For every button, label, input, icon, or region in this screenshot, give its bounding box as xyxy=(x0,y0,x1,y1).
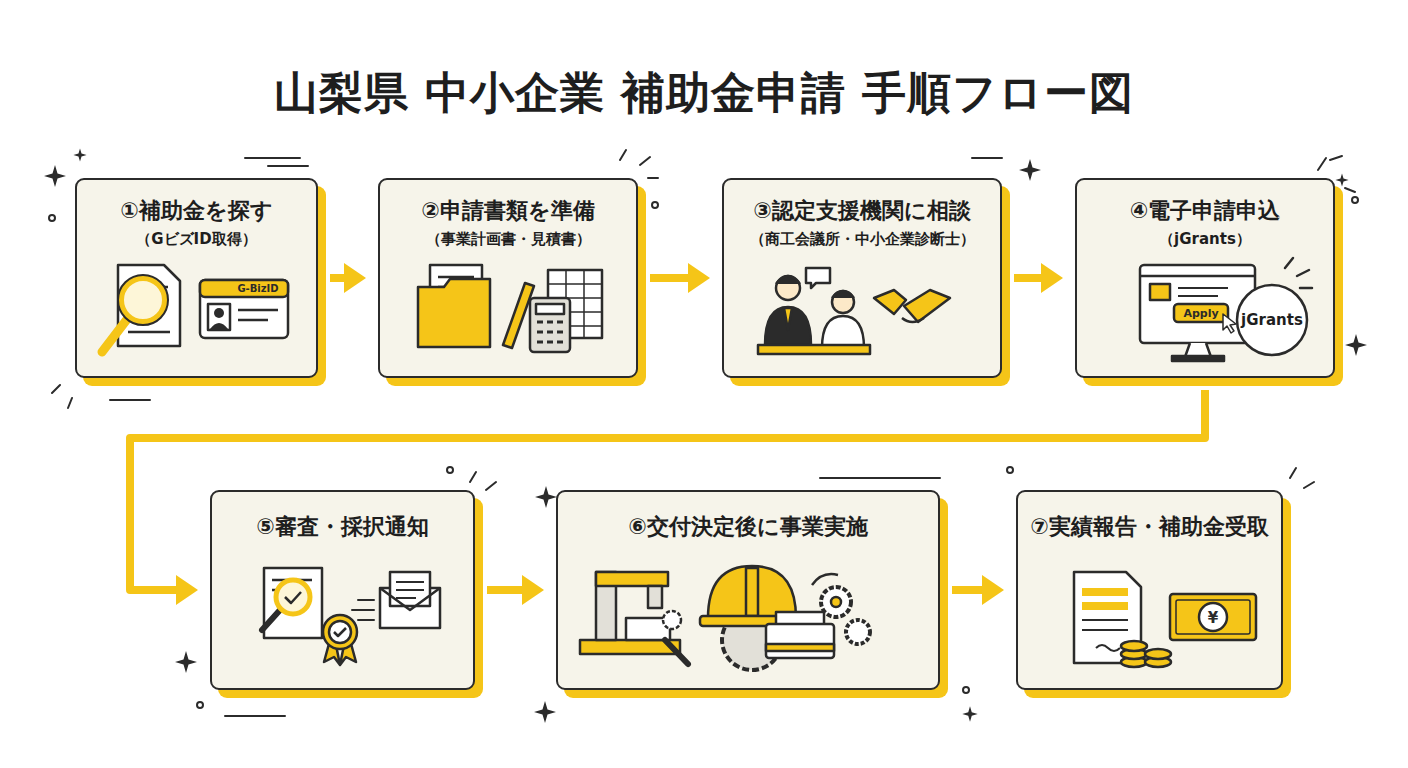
flow-arrow xyxy=(487,575,544,605)
arrow-head xyxy=(176,575,198,605)
arrow-head xyxy=(1041,263,1063,293)
sparkles xyxy=(44,148,1367,723)
arrow-line xyxy=(487,586,524,594)
step-detail: （jGrants） xyxy=(1077,230,1333,250)
arrow-line xyxy=(952,586,984,594)
step-detail: （事業計画書・見積書） xyxy=(380,230,636,250)
step-heading: ④電子申請申込 xyxy=(1077,198,1333,224)
arrow-line xyxy=(650,274,690,282)
step-detail: （商工会議所・中小企業診断士） xyxy=(724,230,1000,250)
arrow-head xyxy=(982,575,1004,605)
process-box: ①補助金を探す （GビズID取得） xyxy=(75,178,318,378)
flow-arrow xyxy=(1014,263,1063,293)
step-heading: ⑤審査・採択通知 xyxy=(212,514,473,540)
icon-text: jGrants xyxy=(1241,313,1303,328)
step-heading: ③認定支援機関に相談 xyxy=(724,198,1000,224)
process-box: ③認定支援機関に相談 （商工会議所・中小企業診断士） xyxy=(722,178,1002,378)
process-box: ⑦実績報告・補助金受取 xyxy=(1016,490,1283,690)
step-heading: ②申請書類を準備 xyxy=(380,198,636,224)
arrow-line xyxy=(330,274,346,282)
process-box: ⑤審査・採択通知 xyxy=(210,490,475,690)
step-heading: ⑦実績報告・補助金受取 xyxy=(1018,514,1281,540)
flow-arrow xyxy=(952,575,1004,605)
icon-text: Apply xyxy=(1183,308,1218,319)
process-box: ②申請書類を準備 （事業計画書・見積書） xyxy=(378,178,638,378)
flow-arrow xyxy=(650,263,710,293)
process-box: ④電子申請申込 （jGrants） xyxy=(1075,178,1335,378)
step-detail: （GビズID取得） xyxy=(77,230,316,250)
diagram-title: 山梨県 中小企業 補助金申請 手順フロー図 xyxy=(0,64,1408,123)
flow-arrow xyxy=(330,263,366,293)
icon-text: ¥ xyxy=(1208,611,1218,626)
arrow-head xyxy=(688,263,710,293)
process-box: ⑥交付決定後に事業実施 xyxy=(556,490,940,690)
arrow-line xyxy=(1014,274,1043,282)
step-heading: ⑥交付決定後に事業実施 xyxy=(558,514,938,540)
arrow-head xyxy=(522,575,544,605)
arrow-head xyxy=(344,263,366,293)
accent-lines xyxy=(49,150,1358,716)
step-heading: ①補助金を探す xyxy=(77,198,316,224)
icon-text: G-BizID xyxy=(237,284,278,294)
